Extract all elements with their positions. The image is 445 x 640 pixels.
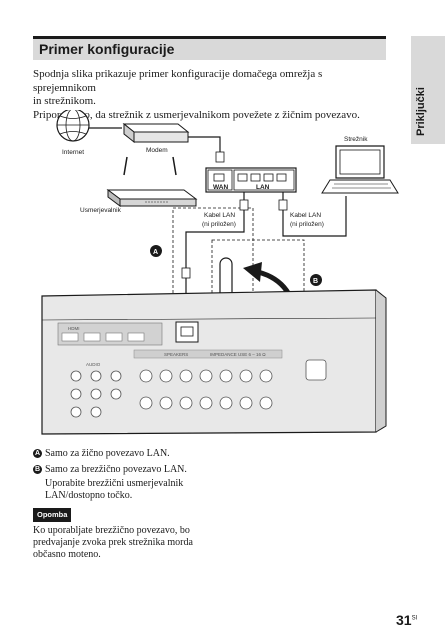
page-number-suffix: SI — [411, 615, 418, 622]
chapter-tab: Priključki — [411, 36, 445, 144]
marker-a: A — [153, 249, 158, 256]
note-text-line-2: predvajanje zvoka prek strežnika morda — [33, 537, 193, 548]
note-b-marker: B — [33, 465, 42, 474]
panel-audio-label: AUDIO — [86, 362, 101, 367]
note-badge: Opomba — [33, 508, 72, 522]
intro-line-1: Spodnja slika prikazuje primer konfigura… — [33, 68, 323, 94]
server-cable — [282, 192, 347, 237]
router-ports-panel — [205, 167, 297, 193]
page-number: 31SI — [396, 612, 417, 628]
marker-b-circle — [310, 274, 322, 286]
router-icon — [106, 156, 198, 207]
notes-section: A Samo za žično povezavo LAN. B Samo za … — [33, 448, 213, 561]
note-b: B Samo za brezžično povezavo LAN. — [33, 464, 213, 476]
internet-globe-icon — [56, 110, 90, 142]
note-a-text: Samo za žično povezavo LAN. — [45, 448, 170, 459]
receiver-rear-panel — [41, 289, 387, 435]
intro-line-3: Priporočamo, da strežnik z usmerjevalnik… — [33, 108, 360, 121]
note-a: A Samo za žično povezavo LAN. — [33, 448, 213, 460]
receiver-cable — [185, 192, 245, 330]
network-diagram: Internet Modem Usmerjevalnik WAN LAN — [41, 110, 399, 435]
laptop-icon — [321, 145, 399, 194]
note-a-marker: A — [33, 449, 42, 458]
note-b-sub-line-1: Uporabite brezžični usmerjevalnik — [45, 478, 184, 489]
note-text-line-3: občasno moteno. — [33, 549, 101, 560]
cable2-label-line2: (ni priložen) — [290, 221, 324, 228]
lan-label: LAN — [256, 184, 270, 191]
section-heading: Primer konfiguracije — [33, 36, 386, 60]
router-label: Usmerjevalnik — [80, 207, 122, 214]
panel-impedance-label: IMPEDANCE USE 6 – 16 Ω — [210, 352, 266, 357]
internet-label: Internet — [62, 149, 84, 156]
cable1-label-line2: (ni priložen) — [202, 221, 236, 228]
panel-speakers-label: SPEAKERS — [164, 352, 188, 357]
page-number-value: 31 — [396, 612, 412, 628]
note-text-line-1: Ko uporabljate brezžično povezavo, bo — [33, 525, 190, 536]
section-title: Primer konfiguracije — [39, 41, 175, 57]
modem-cable — [188, 136, 221, 152]
intro-line-2: in strežnikom. — [33, 95, 96, 107]
marker-a-circle — [150, 245, 162, 257]
wan-label: WAN — [213, 184, 228, 191]
modem-label: Modem — [146, 147, 168, 154]
server-label: Strežnik — [344, 136, 368, 143]
cable1-label-line1: Kabel LAN — [204, 212, 235, 219]
modem-icon — [122, 122, 190, 144]
cable2-label-line1: Kabel LAN — [290, 212, 321, 219]
panel-hdmi-label: HDMI — [68, 326, 80, 331]
note-b-sub: Uporabite brezžični usmerjevalnik LAN/do… — [45, 478, 213, 502]
note-b-text: Samo za brezžično povezavo LAN. — [45, 464, 187, 475]
note-b-sub-line-2: LAN/dostopno točko. — [45, 490, 133, 501]
marker-b: B — [313, 278, 318, 285]
intro-paragraph: Spodnja slika prikazuje primer konfigura… — [33, 68, 378, 122]
